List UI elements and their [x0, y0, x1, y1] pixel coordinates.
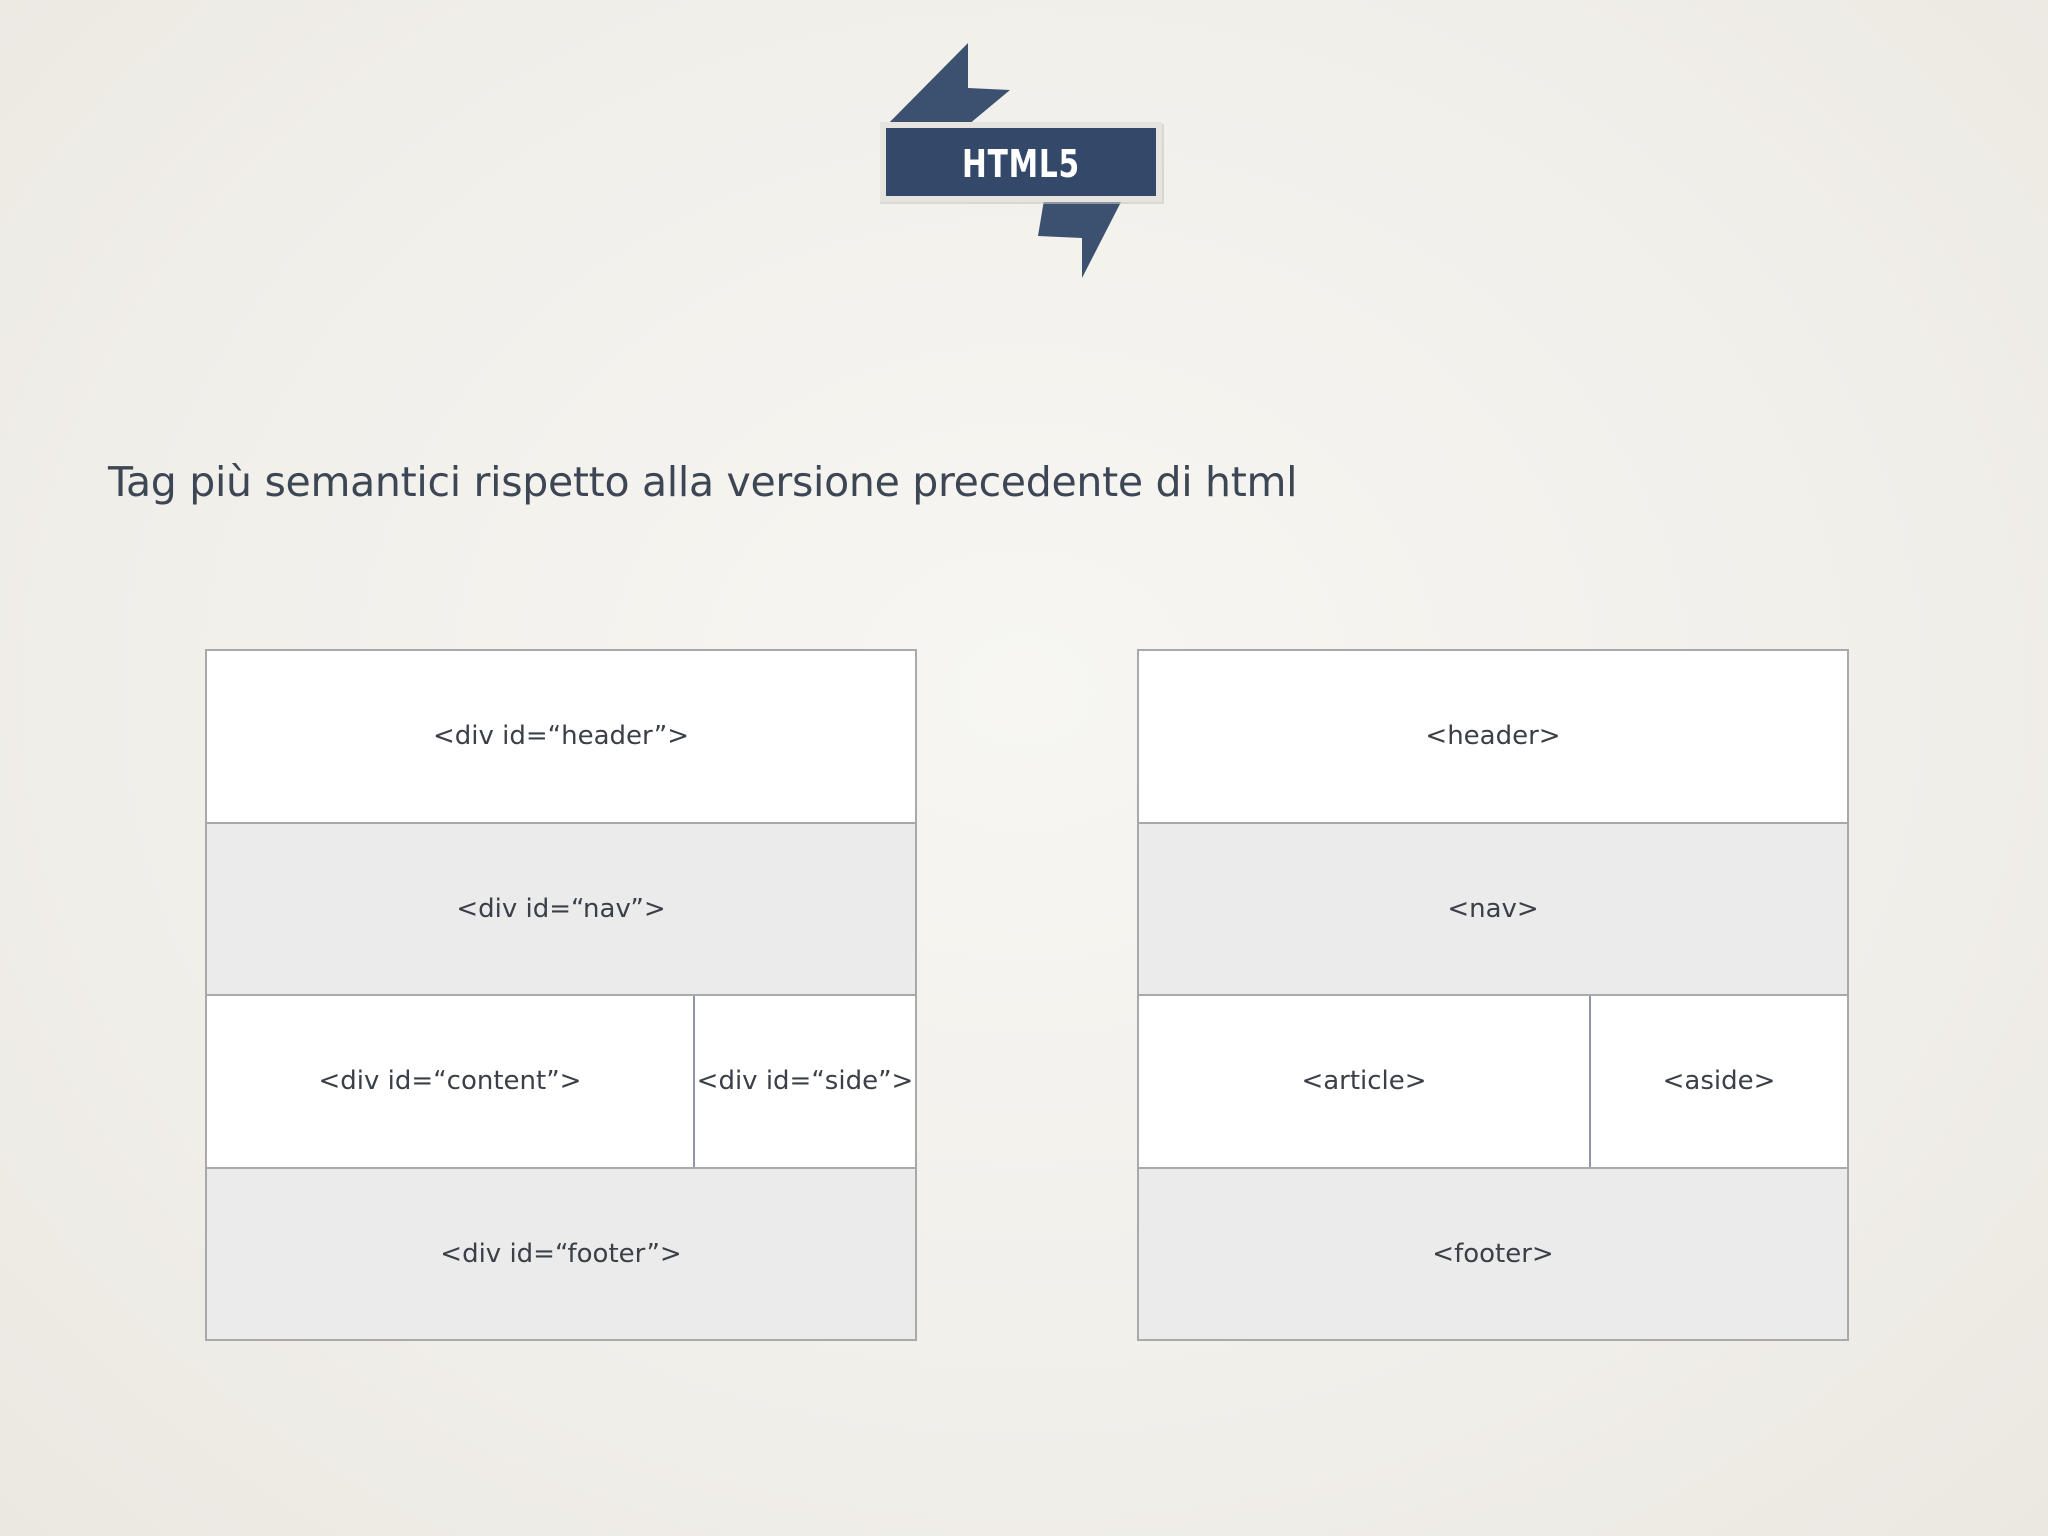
div-header-row: <div id=“header”> [207, 651, 915, 824]
article-row: <article> <aside> [1139, 996, 1847, 1169]
div-layout-diagram: <div id=“header”> <div id=“nav”> <div id… [205, 649, 917, 1341]
aside-label: <aside> [1591, 996, 1847, 1167]
div-footer-label: <div id=“footer”> [207, 1168, 915, 1339]
div-nav-label: <div id=“nav”> [207, 823, 915, 994]
footer-row: <footer> [1139, 1168, 1847, 1339]
html5-ribbon-banner: HTML5 [872, 38, 1172, 282]
nav-row: <nav> [1139, 823, 1847, 996]
div-content-row: <div id=“content”> <div id=“side”> [207, 996, 915, 1169]
article-label: <article> [1139, 996, 1591, 1167]
header-label: <header> [1139, 651, 1847, 822]
semantic-layout-diagram: <header> <nav> <article> <aside> <footer… [1137, 649, 1849, 1341]
nav-label: <nav> [1139, 823, 1847, 994]
div-nav-row: <div id=“nav”> [207, 823, 915, 996]
footer-label: <footer> [1139, 1168, 1847, 1339]
div-header-label: <div id=“header”> [207, 651, 915, 822]
div-footer-row: <div id=“footer”> [207, 1168, 915, 1339]
div-side-label: <div id=“side”> [695, 996, 915, 1167]
banner-title: HTML5 [962, 142, 1080, 186]
div-content-label: <div id=“content”> [207, 996, 695, 1167]
header-row: <header> [1139, 651, 1847, 824]
slide-subtitle: Tag più semantici rispetto alla versione… [108, 458, 1298, 506]
ribbon-icon [880, 43, 1164, 278]
